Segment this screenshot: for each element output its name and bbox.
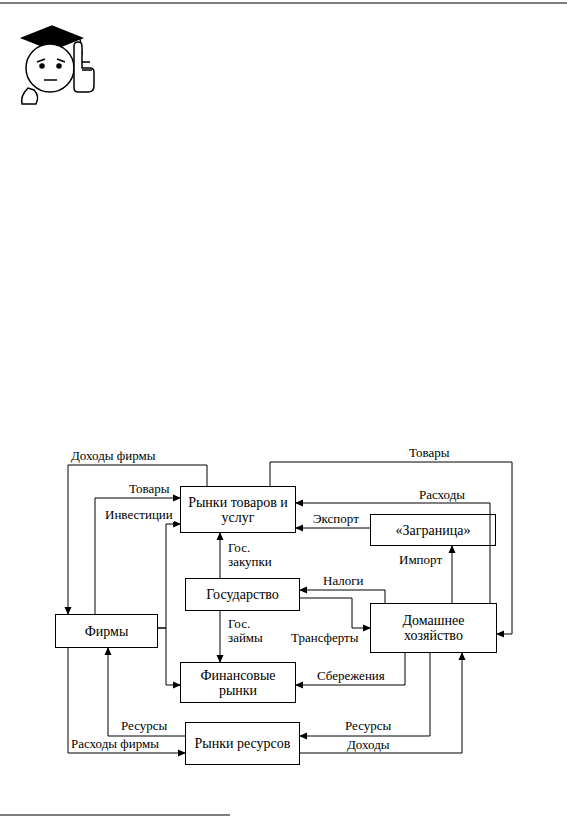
flow-label: Импорт: [398, 553, 443, 567]
flow-arrow: [220, 533, 221, 578]
box-text: Рынки товаров и услуг: [185, 495, 291, 525]
box-content: Государство: [206, 587, 279, 602]
flow-box: Рынки товаров и услуг: [180, 486, 296, 533]
student-icon: [22, 26, 94, 104]
flow-label: Трансферты: [290, 631, 360, 645]
flow-arrow: [300, 590, 385, 603]
box-content: Домашнее хозяйство: [375, 613, 492, 643]
flow-label: Доходы: [346, 738, 391, 752]
flow-label: Товары: [128, 482, 170, 496]
flow-label: Гос. займы: [227, 617, 273, 645]
box-text: Рынки ресурсов: [195, 736, 291, 751]
flow-arrow: [108, 648, 185, 736]
box-content: Фирмы: [85, 624, 129, 639]
footnote-rule: [0, 815, 230, 816]
flow-label: Гос. закупки: [227, 541, 289, 569]
flow-label: Ресурсы: [344, 719, 392, 733]
flow-arrow: [300, 653, 462, 753]
flow-box: Государство: [185, 578, 300, 611]
header-rule: [0, 3, 567, 4]
flow-arrow: [220, 611, 221, 662]
flow-arrow: [68, 648, 185, 753]
box-text: Домашнее хозяйство: [375, 613, 492, 643]
flow-label: Доходы фирмы: [70, 449, 156, 463]
flow-label: Расходы фирмы: [70, 737, 160, 751]
flow-arrow: [296, 653, 405, 685]
flow-arrow: [296, 528, 370, 529]
flow-arrow: [158, 524, 180, 628]
box-text: Фирмы: [85, 624, 129, 639]
box-content: Рынки товаров и услуг: [185, 495, 291, 525]
flow-arrow: [270, 462, 512, 634]
flow-box: «Заграница»: [370, 514, 496, 546]
flow-label: Товары: [408, 446, 450, 460]
flow-box: Рынки ресурсов: [185, 722, 300, 765]
box-content: «Заграница»: [396, 523, 471, 538]
flow-label: Экспорт: [312, 512, 360, 526]
flow-label: Ресурсы: [120, 719, 168, 733]
box-content: Финансовые рынки: [185, 668, 291, 698]
flow-box: Фирмы: [55, 614, 158, 648]
flow-box: Финансовые рынки: [180, 662, 296, 703]
flow-arrow: [68, 465, 207, 614]
flow-arrow: [300, 653, 430, 736]
flow-label: Сбережения: [316, 669, 386, 683]
box-text: Государство: [206, 587, 279, 602]
flow-arrow: [95, 498, 180, 614]
box-text: «Заграница»: [396, 523, 471, 538]
box-text: Финансовые рынки: [185, 668, 291, 698]
flow-arrow: [452, 546, 453, 603]
flow-label: Налоги: [322, 574, 365, 588]
flow-box: Домашнее хозяйство: [370, 603, 497, 653]
flow-label: Расходы: [418, 488, 466, 502]
flow-arrow: [158, 628, 180, 685]
flow-label: Инвестиции: [104, 508, 174, 522]
flow-arrow: [300, 598, 370, 628]
box-content: Рынки ресурсов: [195, 736, 291, 751]
flow-arrow: [296, 503, 490, 603]
